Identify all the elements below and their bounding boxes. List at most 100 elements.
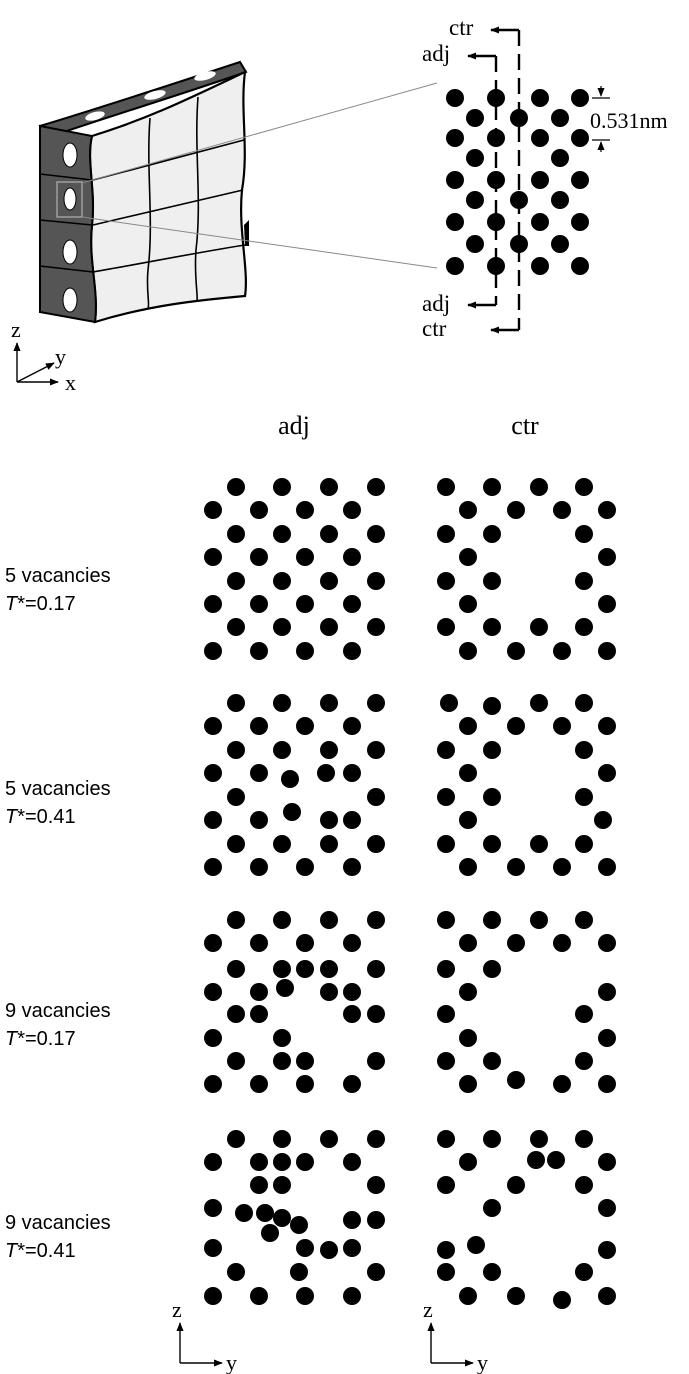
axis-adj-z-label: z — [172, 1297, 182, 1322]
atom — [571, 129, 589, 147]
atom — [575, 525, 593, 543]
atom — [250, 983, 268, 1001]
atom — [320, 983, 338, 1001]
atom — [296, 595, 314, 613]
atom — [320, 911, 338, 929]
atom — [273, 741, 291, 759]
atom — [575, 694, 593, 712]
atom — [598, 1153, 616, 1171]
atom — [273, 1209, 291, 1227]
atom — [296, 548, 314, 566]
atom — [507, 858, 525, 876]
atom — [483, 835, 501, 853]
atom — [343, 1239, 361, 1257]
atom — [507, 501, 525, 519]
panel-5vac-041-ctr — [437, 694, 616, 876]
atom — [227, 1052, 245, 1070]
atom — [343, 1287, 361, 1305]
atom — [571, 257, 589, 275]
zoom-line-lower — [81, 216, 438, 269]
atom — [598, 548, 616, 566]
atom — [204, 983, 222, 1001]
atom — [437, 835, 455, 853]
atom — [598, 1199, 616, 1217]
atom — [553, 1075, 571, 1093]
atom — [250, 1287, 268, 1305]
atom — [459, 858, 477, 876]
row-4-vacancies: 9 vacancies — [5, 1212, 111, 1234]
atom — [571, 213, 589, 231]
atom — [296, 1239, 314, 1257]
atom — [437, 1263, 455, 1281]
pore-openings-top — [85, 71, 216, 121]
atom — [273, 1052, 291, 1070]
atom — [437, 741, 455, 759]
atom — [483, 525, 501, 543]
atom — [227, 960, 245, 978]
atom — [437, 1241, 455, 1259]
atom — [437, 478, 455, 496]
spacing-dimension — [592, 86, 610, 152]
panel-5vac-017-adj — [204, 478, 385, 660]
atom — [320, 741, 338, 759]
row-label-2: 5 vacancies T*=0.41 — [5, 778, 111, 828]
atom — [204, 811, 222, 829]
atom — [459, 1029, 477, 1047]
row-3-temperature: T*=0.17 — [5, 1028, 76, 1050]
atom — [343, 983, 361, 1001]
zoom-line-upper — [81, 82, 438, 184]
atom — [320, 478, 338, 496]
atom — [343, 595, 361, 613]
atom — [437, 1130, 455, 1148]
atom — [250, 642, 268, 660]
atom — [296, 1153, 314, 1171]
atom — [575, 1130, 593, 1148]
atom — [204, 934, 222, 952]
atom — [459, 642, 477, 660]
atom — [204, 858, 222, 876]
atom — [483, 572, 501, 590]
atom — [320, 572, 338, 590]
atom — [296, 858, 314, 876]
atom — [598, 501, 616, 519]
atom — [594, 811, 612, 829]
panel-9vac-017-ctr — [437, 911, 616, 1093]
atom — [437, 572, 455, 590]
atom — [530, 835, 548, 853]
atom — [466, 109, 484, 127]
atom — [507, 934, 525, 952]
atom — [296, 1287, 314, 1305]
atom — [343, 548, 361, 566]
atom — [575, 618, 593, 636]
atom — [273, 1029, 291, 1047]
atom — [553, 501, 571, 519]
atom — [296, 501, 314, 519]
atom — [204, 1075, 222, 1093]
atom — [250, 811, 268, 829]
atom — [227, 1263, 245, 1281]
atom — [530, 1130, 548, 1148]
atom — [575, 1176, 593, 1194]
atom — [459, 595, 477, 613]
atom — [551, 191, 569, 209]
atom — [459, 811, 477, 829]
atom — [483, 911, 501, 929]
atom — [530, 911, 548, 929]
atom — [296, 934, 314, 952]
row-4-temperature: T*=0.41 — [5, 1240, 76, 1262]
atom — [466, 149, 484, 167]
column-header-ctr: ctr — [511, 411, 539, 440]
atom — [320, 835, 338, 853]
atom — [459, 934, 477, 952]
atom — [459, 983, 477, 1001]
atom — [367, 911, 385, 929]
atom — [204, 642, 222, 660]
pore-wall-schematic — [38, 60, 438, 324]
adj-label-bottom: adj — [422, 291, 450, 316]
spacing-label: 0.531nm — [590, 108, 668, 133]
atom — [367, 525, 385, 543]
atom — [227, 788, 245, 806]
atom — [483, 741, 501, 759]
atom — [343, 1075, 361, 1093]
atom — [250, 934, 268, 952]
